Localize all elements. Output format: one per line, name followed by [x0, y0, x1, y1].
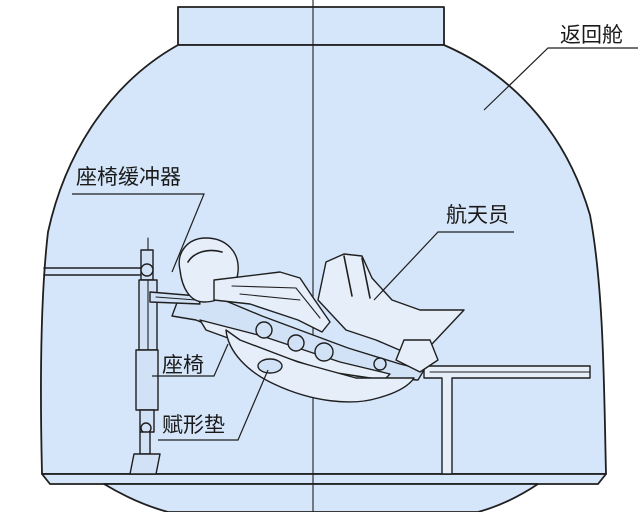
labels: 返回舱 座椅缓冲器 航天员 座椅 赋形垫	[76, 23, 623, 437]
leader-return-capsule	[483, 47, 638, 111]
floor-bracket	[423, 365, 591, 475]
leader-astronaut	[373, 231, 514, 301]
heat-shield-bottom	[103, 483, 539, 512]
label-seat-buffer: 座椅缓冲器	[76, 165, 181, 189]
label-seat: 座椅	[162, 353, 204, 377]
seat-frame	[149, 291, 425, 381]
capsule-dome	[39, 44, 607, 475]
heat-shield-band	[41, 473, 607, 485]
left-support-rail	[43, 267, 151, 276]
contour-pad	[225, 329, 415, 403]
leader-lines	[72, 47, 638, 441]
astronaut-figure	[178, 237, 465, 373]
seat-roller-1	[255, 321, 273, 339]
label-astronaut: 航天员	[446, 203, 509, 227]
leader-seat	[152, 343, 229, 377]
leader-seat-buffer	[72, 193, 205, 273]
seat-roller-4	[373, 357, 387, 371]
seat-roller-2	[287, 334, 305, 352]
label-return-capsule: 返回舱	[560, 23, 623, 47]
hatch-neck	[177, 6, 445, 46]
label-contour-pad: 赋形垫	[162, 413, 225, 437]
leader-contour-pad	[158, 369, 269, 441]
seat-roller-3	[314, 342, 334, 362]
return-capsule-body	[39, 0, 607, 512]
